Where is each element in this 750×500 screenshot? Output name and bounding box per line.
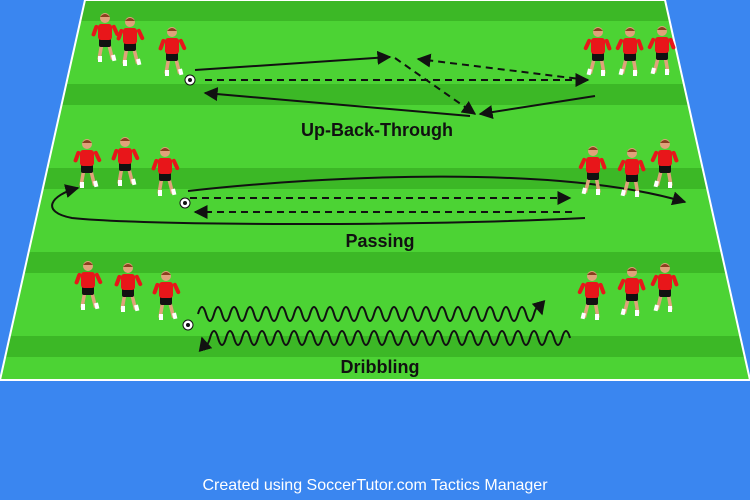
player xyxy=(152,271,181,320)
player xyxy=(116,17,145,66)
ball xyxy=(179,197,191,209)
drill-label-passing: Passing xyxy=(345,231,414,251)
player xyxy=(583,27,612,76)
pitch-stripes xyxy=(0,0,750,357)
through-run-line xyxy=(394,57,477,115)
pitch-stripe xyxy=(0,84,750,105)
drill-label-dribbling: Dribbling xyxy=(341,357,420,377)
pass-line xyxy=(187,175,687,206)
player xyxy=(577,271,606,320)
pitch-outline xyxy=(0,0,750,381)
dribble-return-line xyxy=(198,330,571,353)
player xyxy=(151,147,180,196)
return-pass-line xyxy=(416,53,589,81)
pitch-stripe xyxy=(0,252,750,273)
player xyxy=(73,139,102,188)
return-run-line xyxy=(203,87,471,117)
player xyxy=(114,263,143,312)
player xyxy=(111,137,140,186)
player xyxy=(617,267,646,316)
balls xyxy=(179,74,196,331)
players xyxy=(73,13,679,320)
player xyxy=(91,13,120,62)
ball xyxy=(184,74,196,86)
player xyxy=(650,263,679,312)
pitch-stripe xyxy=(0,336,750,357)
player xyxy=(617,148,646,197)
movement-lines xyxy=(51,50,687,353)
dribble-line xyxy=(197,299,546,322)
player xyxy=(650,139,679,188)
drill-label-up-back-through: Up-Back-Through xyxy=(301,120,453,140)
through-pass-line xyxy=(478,95,596,119)
player xyxy=(158,27,187,76)
player xyxy=(615,27,644,76)
pass-line xyxy=(194,50,392,71)
ball xyxy=(182,319,194,331)
pitch-stripe xyxy=(0,0,750,21)
pitch xyxy=(0,0,750,381)
player xyxy=(647,26,676,75)
player xyxy=(74,261,103,310)
run-line xyxy=(51,184,586,225)
player xyxy=(578,146,607,195)
footer-credit: Created using SoccerTutor.com Tactics Ma… xyxy=(202,477,548,494)
